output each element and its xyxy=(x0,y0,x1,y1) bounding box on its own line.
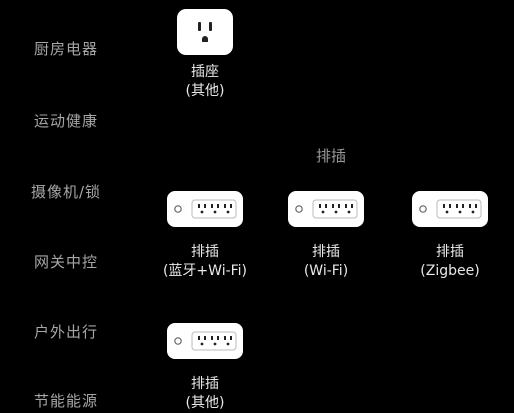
category-gateway-hub[interactable]: 网关中控 xyxy=(33,253,98,271)
category-energy-saving[interactable]: 节能能源 xyxy=(33,392,98,410)
device-name: 排插 xyxy=(312,244,340,260)
device-name: 排插 xyxy=(436,244,464,260)
device-name: 插座 xyxy=(191,64,219,80)
power-strip-icon xyxy=(412,191,488,227)
device-label: 排插 (Wi-Fi) xyxy=(271,243,381,281)
device-label: 排插 (蓝牙+Wi-Fi) xyxy=(150,243,260,281)
device-variant: (其他) xyxy=(185,83,225,99)
device-label: 排插 (其他) xyxy=(150,375,260,413)
device-card-strip-other[interactable]: 排插 (其他) xyxy=(150,323,260,413)
category-sidebar: 厨房电器 运动健康 摄像机/锁 网关中控 户外出行 节能能源 xyxy=(0,0,140,410)
power-strip-icon xyxy=(167,191,243,227)
device-variant: (Zigbee) xyxy=(420,263,480,279)
device-variant: (Wi-Fi) xyxy=(303,263,349,279)
power-strip-icon xyxy=(288,191,364,227)
device-variant: (蓝牙+Wi-Fi) xyxy=(162,263,248,279)
category-kitchen-appliances[interactable]: 厨房电器 xyxy=(33,40,98,58)
power-strip-icon xyxy=(167,323,243,359)
device-card-socket-other[interactable]: 插座 (其他) xyxy=(150,9,260,101)
device-label: 插座 (其他) xyxy=(150,63,260,101)
device-variant: (其他) xyxy=(185,395,225,411)
device-card-strip-wifi[interactable]: 排插 (Wi-Fi) xyxy=(271,191,381,281)
device-card-strip-bt-wifi[interactable]: 排插 (蓝牙+Wi-Fi) xyxy=(150,191,260,281)
device-label: 排插 (Zigbee) xyxy=(395,243,505,281)
category-sports-health[interactable]: 运动健康 xyxy=(33,112,98,130)
device-list: 插座 (其他) 排插 排插 (蓝牙+Wi-Fi) xyxy=(140,0,514,411)
wall-socket-icon xyxy=(177,9,233,55)
category-camera-lock[interactable]: 摄像机/锁 xyxy=(30,183,102,201)
section-title-power-strip: 排插 xyxy=(315,147,346,165)
device-name: 排插 xyxy=(191,376,219,392)
category-outdoor-travel[interactable]: 户外出行 xyxy=(33,323,98,341)
device-name: 排插 xyxy=(191,244,219,260)
device-card-strip-zigbee[interactable]: 排插 (Zigbee) xyxy=(395,191,505,281)
